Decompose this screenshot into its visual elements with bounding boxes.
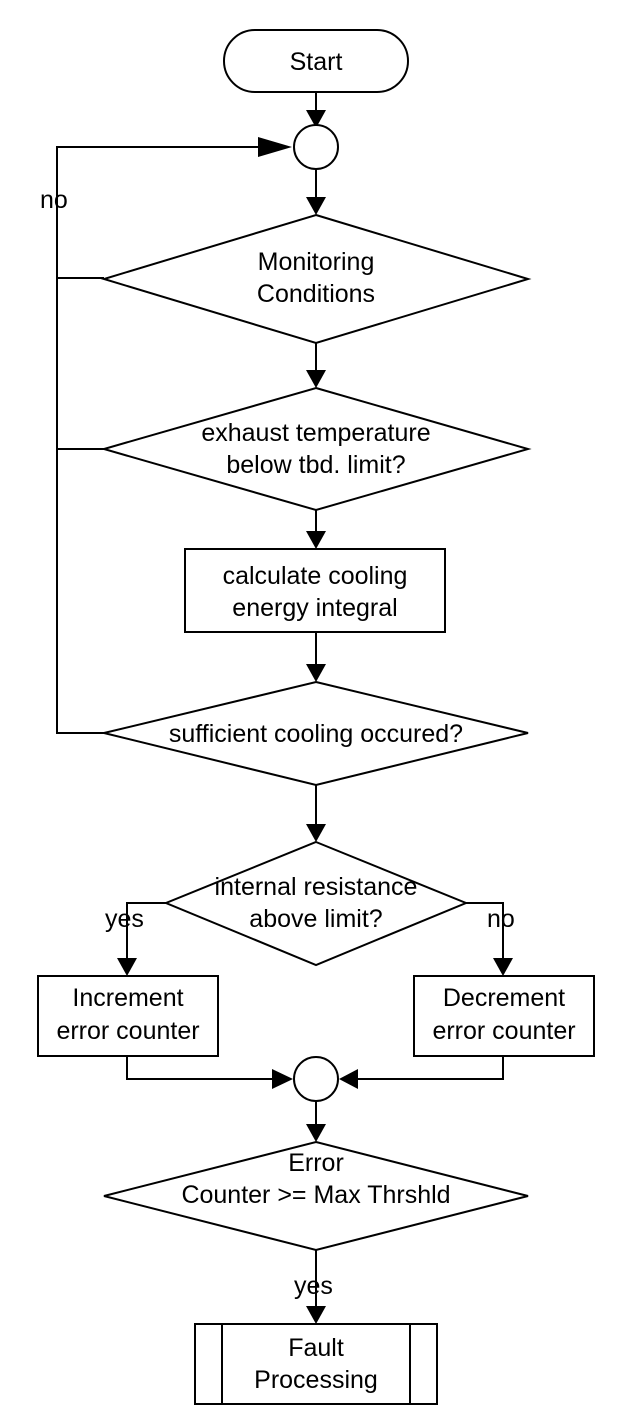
monitoring-label-line-2: Conditions	[257, 280, 375, 308]
arrow-into-increment	[117, 958, 137, 976]
arrow-into-merge-2-left	[272, 1069, 293, 1089]
connector-increment-merge	[126, 1056, 272, 1080]
branch-label-no-right: no	[487, 905, 515, 933]
arrow-into-decrement	[493, 958, 513, 976]
arrow-into-calculate	[306, 531, 326, 549]
sufficient-cooling-decision: sufficient cooling occured?	[103, 680, 529, 787]
decrement-label-line-2: error counter	[432, 1017, 575, 1045]
exhaust-temperature-decision: exhaust temperature below tbd. limit?	[100, 386, 532, 512]
arrow-into-cooling-check	[306, 664, 326, 682]
branch-label-no-loop: no	[40, 186, 68, 214]
increment-label-line-1: Increment	[72, 984, 183, 1012]
connector-loop-monitoring	[56, 146, 258, 279]
merge-connector-top	[293, 124, 339, 170]
increment-label-line-2: error counter	[56, 1017, 199, 1045]
error-counter-decision: Error Counter >= Max Thrshld	[103, 1140, 529, 1252]
start-terminator: Start	[223, 29, 409, 93]
arrow-into-resistance-check	[306, 824, 326, 842]
fault-label-line-2: Processing	[254, 1366, 378, 1394]
fault-processing-process: Fault Processing	[194, 1323, 438, 1405]
monitoring-conditions-decision: Monitoring Conditions	[100, 213, 532, 345]
resistance-label-line-2: above limit?	[249, 905, 382, 933]
connectors	[56, 92, 513, 1324]
arrow-into-monitoring	[306, 197, 326, 215]
calculate-cooling-process: calculate cooling energy integral	[184, 548, 446, 633]
error-check-label-line-2: Counter >= Max Thrshld	[181, 1181, 450, 1209]
fault-label-line-1: Fault	[288, 1334, 344, 1362]
connector-resistance-increment	[126, 902, 167, 958]
arrow-into-exhaust	[306, 370, 326, 388]
arrow-into-merge-1	[306, 110, 326, 128]
cooling-check-label: sufficient cooling occured?	[169, 720, 463, 748]
arrow-into-fault	[306, 1306, 326, 1324]
internal-resistance-decision: internal resistance above limit?	[163, 840, 469, 967]
arrow-into-error-check	[306, 1124, 326, 1142]
connector-decrement-merge	[358, 1056, 504, 1080]
connector-loop-cooling	[56, 278, 104, 734]
increment-error-counter-process: Increment error counter	[37, 975, 219, 1057]
decrement-label-line-1: Decrement	[443, 984, 565, 1012]
decrement-error-counter-process: Decrement error counter	[413, 975, 595, 1057]
monitoring-label-line-1: Monitoring	[258, 248, 375, 276]
exhaust-label-line-2: below tbd. limit?	[226, 451, 405, 479]
branch-label-yes-left: yes	[105, 905, 144, 933]
calculate-label-line-2: energy integral	[232, 594, 397, 622]
branch-label-yes-bottom: yes	[294, 1272, 333, 1300]
merge-connector-bottom	[293, 1056, 339, 1102]
start-label: Start	[290, 48, 343, 76]
exhaust-label-line-1: exhaust temperature	[201, 419, 430, 447]
connector-resistance-decrement	[465, 902, 504, 958]
arrow-into-merge-2-right	[339, 1069, 358, 1089]
calculate-label-line-1: calculate cooling	[223, 562, 408, 590]
arrow-loop-back	[258, 137, 292, 157]
error-check-label-line-1: Error	[288, 1149, 344, 1177]
resistance-label-line-1: internal resistance	[215, 873, 418, 901]
